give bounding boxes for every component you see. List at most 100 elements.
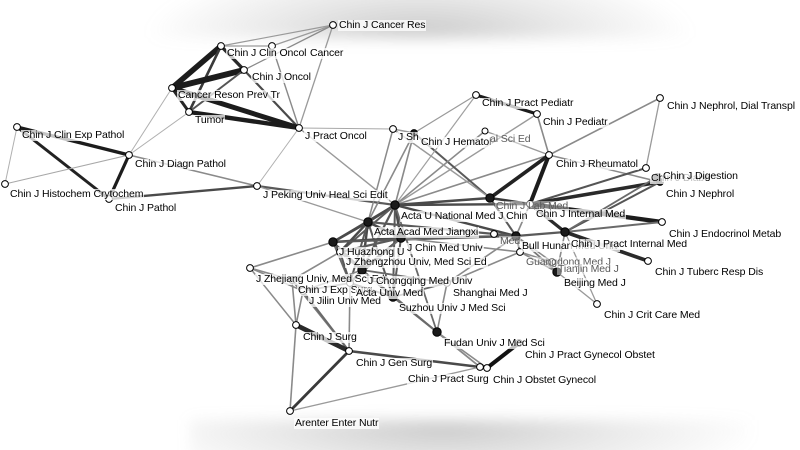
graph-node[interactable] [533, 110, 541, 118]
graph-node[interactable] [593, 300, 601, 308]
node-label[interactable]: Med [499, 235, 522, 247]
node-label[interactable]: J Sh [397, 131, 420, 143]
graph-edge [392, 296, 438, 333]
node-label[interactable]: J Chongqing Med Univ [367, 275, 474, 287]
graph-node[interactable] [545, 151, 553, 159]
node-label[interactable]: Chin J Obstet Gynecol [492, 374, 597, 386]
graph-node[interactable] [511, 231, 521, 241]
node-label[interactable]: Chin J Internal Med [535, 208, 627, 220]
node-label[interactable]: Acta Acad Med Jiangxi [373, 226, 480, 238]
graph-node[interactable] [526, 200, 534, 208]
graph-node[interactable] [644, 257, 652, 265]
graph-node[interactable] [363, 217, 373, 227]
graph-node[interactable] [389, 125, 397, 133]
graph-node[interactable] [490, 230, 498, 238]
graph-node[interactable] [390, 200, 400, 210]
node-label[interactable]: Cancer Reson Prev Tr [177, 89, 281, 101]
node-label[interactable]: J Zhengzhou Univ, Med Sci Ed [345, 256, 488, 268]
graph-edge [394, 154, 550, 206]
graph-node[interactable] [658, 218, 666, 226]
node-label[interactable]: Chin J Pract Surg [407, 373, 490, 385]
node-label[interactable]: Chin J Histochem Crytochem [9, 188, 145, 200]
node-label[interactable]: Chin J Clin Oncol [226, 47, 308, 59]
node-label[interactable]: Guangdong Med J [525, 256, 612, 268]
node-label[interactable]: J Huazhong U [338, 246, 406, 258]
graph-node[interactable] [246, 264, 254, 272]
node-label[interactable]: Acta U National Med J Chin [400, 210, 529, 222]
node-label[interactable]: Chin J Pediatr [542, 116, 609, 128]
node-label[interactable]: Shanghai Med J [452, 287, 529, 299]
node-label[interactable]: Chin J Endocrinol Metab [668, 228, 783, 240]
graph-node[interactable] [168, 84, 176, 92]
graph-node[interactable] [329, 21, 337, 29]
node-label[interactable]: Chin J Cancer Res [338, 19, 427, 31]
graph-node[interactable] [485, 193, 495, 203]
graph-node[interactable] [13, 123, 21, 131]
graph-edge [564, 221, 663, 233]
graph-node[interactable] [476, 363, 484, 371]
graph-node[interactable] [240, 66, 248, 74]
node-label[interactable]: Suzhou Univ J Med Sci [398, 302, 507, 314]
node-label[interactable]: Chin J Hematol [420, 136, 493, 148]
node-label[interactable]: Chin J Tuberc Resp Dis [654, 266, 765, 278]
node-label[interactable]: J Zhejiang Univ, Med Sci Ed [255, 273, 386, 285]
node-label[interactable]: Chin J Oncol [251, 71, 312, 83]
graph-node[interactable] [125, 151, 133, 159]
graph-node[interactable] [185, 108, 193, 116]
node-label[interactable]: Arenter Enter Nutr [294, 417, 380, 429]
node-label[interactable]: Chin J Pract Gynecol Obstet [524, 349, 656, 361]
node-label[interactable]: Tumor [194, 114, 226, 126]
node-label[interactable]: Chin J Pract Internal Med [570, 238, 688, 250]
graph-node[interactable] [1, 180, 9, 188]
node-label[interactable]: Chin J Rheumatol [555, 158, 639, 170]
node-label[interactable]: Chin J Nephrol [665, 188, 736, 200]
graph-node[interactable] [432, 327, 442, 337]
graph-node[interactable] [552, 267, 562, 277]
node-label[interactable]: Chin J Digestion [662, 170, 739, 182]
node-label[interactable]: Fudan Univ J Med Sci [443, 337, 546, 349]
graph-edge [128, 111, 190, 156]
node-label[interactable]: Chin J Gen Surg [355, 357, 434, 369]
graph-node[interactable] [483, 364, 491, 372]
node-label[interactable]: Tianjin Med J [557, 263, 620, 275]
node-label[interactable]: J Jilin Univ Med [308, 295, 382, 307]
graph-node[interactable] [217, 42, 225, 50]
node-label[interactable]: Chin J Pathol [114, 202, 178, 214]
graph-edge [564, 181, 661, 233]
node-label[interactable]: Chin J Nephrol, Dial Transpl [666, 100, 796, 112]
graph-node[interactable] [253, 182, 261, 190]
node-label[interactable]: Beijing Med J [563, 277, 627, 289]
graph-edge [249, 241, 334, 269]
node-label[interactable]: Acta Univ Med [355, 287, 424, 299]
node-label[interactable]: Chin J Lab Med [495, 200, 570, 212]
node-label[interactable]: Chin J Surg [302, 331, 358, 343]
graph-node[interactable] [548, 258, 556, 266]
graph-node[interactable] [472, 91, 480, 99]
graph-node[interactable] [292, 321, 300, 329]
graph-edge [243, 24, 334, 71]
graph-edge [394, 94, 477, 206]
node-label[interactable]: J Pract Oncol [304, 130, 368, 142]
graph-edge [528, 154, 551, 205]
graph-node[interactable] [642, 164, 650, 172]
graph-node[interactable] [560, 227, 570, 237]
graph-node[interactable] [295, 124, 303, 132]
node-label[interactable]: Chin J Pract Pediatr [481, 97, 575, 109]
node-label[interactable]: al Sci Ed [489, 133, 532, 145]
node-label[interactable]: J Peking Univ Heal Sci Edit [262, 189, 389, 201]
graph-edge [484, 130, 550, 156]
node-label[interactable]: J Chin Med Univ [406, 242, 484, 254]
node-label[interactable]: Chin J Clin Exp Pathol [21, 129, 126, 141]
graph-node[interactable] [345, 347, 353, 355]
graph-node[interactable] [286, 407, 294, 415]
node-label[interactable]: Chin J Crit Care Med [603, 309, 702, 321]
graph-edge [188, 109, 300, 131]
node-label[interactable]: Chin J Diagn Pathol [134, 158, 227, 170]
node-label[interactable]: Chin J Exp Surg [297, 284, 374, 296]
node-label[interactable]: Cancer [309, 47, 345, 59]
graph-node[interactable] [656, 94, 664, 102]
graph-node[interactable] [328, 237, 338, 247]
graph-node[interactable] [481, 127, 489, 135]
